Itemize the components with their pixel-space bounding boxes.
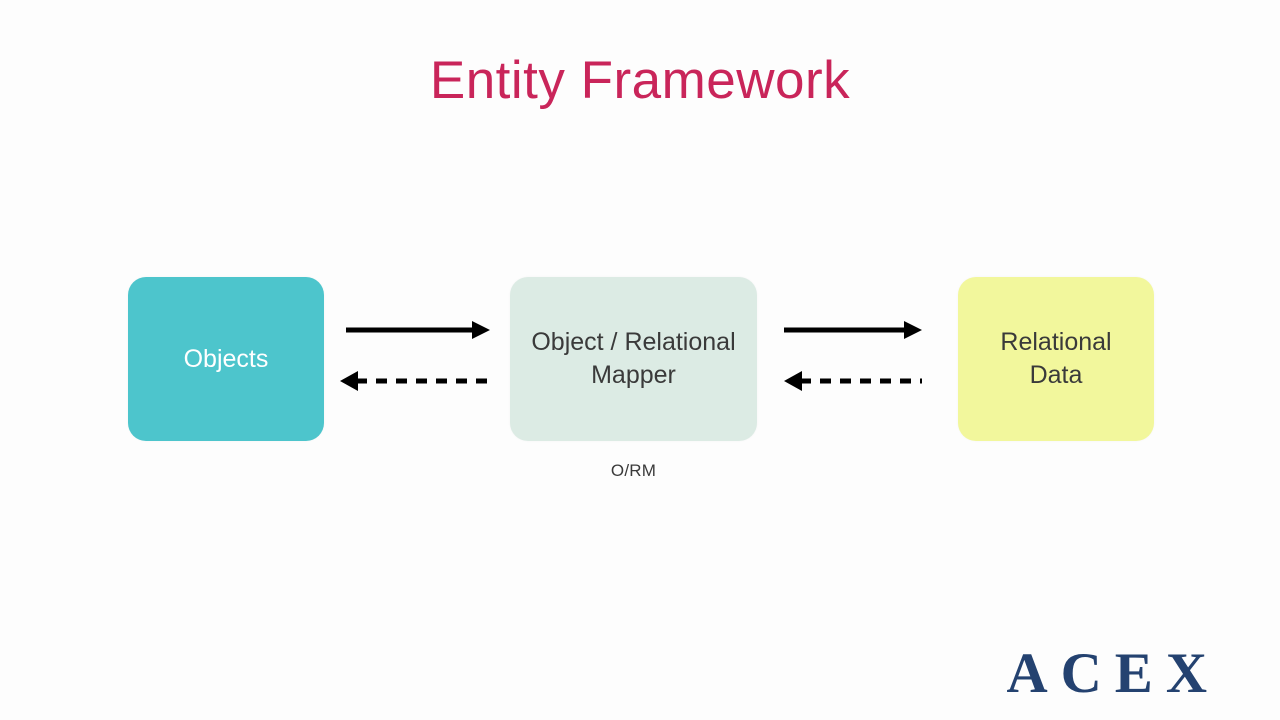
arrowhead-right-icon bbox=[904, 321, 922, 339]
page-title: Entity Framework bbox=[429, 51, 851, 110]
arrowhead-right-icon bbox=[472, 321, 490, 339]
arrowhead-left-icon bbox=[340, 371, 358, 391]
node-orm-label: Object / Relational Mapper bbox=[531, 328, 736, 389]
connector-orm-to-data bbox=[784, 321, 922, 339]
connector-group-orm-data bbox=[784, 321, 922, 391]
connector-orm-to-objects bbox=[340, 371, 490, 391]
connector-data-to-orm bbox=[784, 371, 922, 391]
acex-logo: ACEX bbox=[1006, 642, 1220, 705]
connector-objects-to-orm bbox=[346, 321, 490, 339]
connector-group-objects-orm bbox=[340, 321, 490, 391]
node-object-relational-mapper[interactable]: Object / Relational Mapper bbox=[510, 277, 757, 441]
node-objects[interactable]: Objects bbox=[128, 277, 324, 441]
node-orm-caption: O/RM bbox=[610, 461, 657, 480]
node-relational-data[interactable]: Relational Data bbox=[958, 277, 1154, 441]
node-objects-label: Objects bbox=[183, 344, 269, 373]
node-relational-data-label: Relational Data bbox=[1000, 328, 1112, 389]
arrowhead-left-icon bbox=[784, 371, 802, 391]
